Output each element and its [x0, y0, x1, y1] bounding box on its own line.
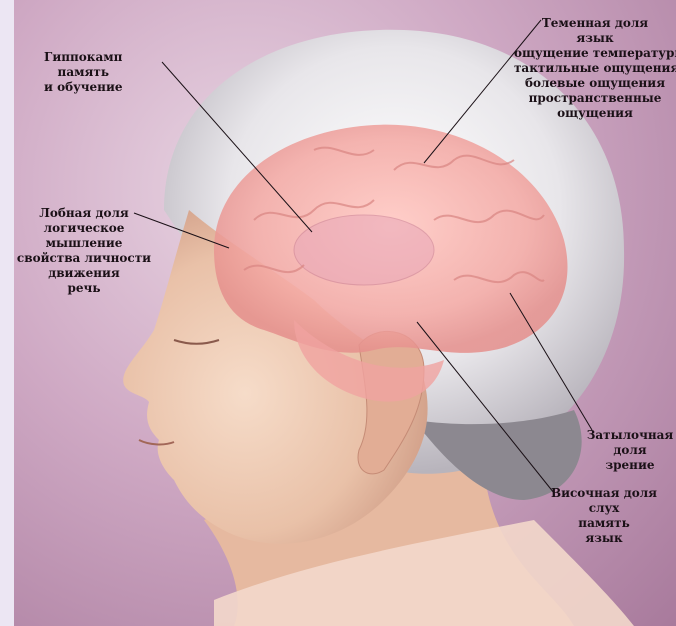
frontal-line-1: логическое: [14, 221, 154, 236]
parietal-label: Теменная доля язык ощущение температуры …: [514, 16, 676, 121]
parietal-line-2: ощущение температуры: [514, 46, 676, 61]
frontal-line-2: мышление: [14, 236, 154, 251]
occipital-title: Затылочная: [584, 428, 676, 443]
hippocampus-line-2: и обучение: [44, 80, 123, 95]
diagram-frame: Гиппокамп память и обучение Теменная дол…: [14, 0, 676, 626]
parietal-line-3: тактильные ощущения: [514, 61, 676, 76]
parietal-line-6: ощущения: [514, 106, 676, 121]
frontal-line-3: свойства личности: [14, 251, 154, 266]
frontal-title: Лобная доля: [14, 206, 154, 221]
hippocampus-label: Гиппокамп память и обучение: [44, 50, 123, 95]
parietal-line-1: язык: [514, 31, 676, 46]
occipital-label: Затылочная доля зрение: [584, 428, 676, 473]
frontal-line-4: движения: [14, 266, 154, 281]
temporal-line-1: слух: [549, 501, 659, 516]
parietal-line-5: пространственные: [514, 91, 676, 106]
hippocampus-line-1: память: [44, 65, 123, 80]
occipital-line-1: доля: [584, 443, 676, 458]
frontal-line-5: речь: [14, 281, 154, 296]
temporal-line-3: язык: [549, 531, 659, 546]
occipital-line-2: зрение: [584, 458, 676, 473]
temporal-title: Височная доля: [549, 486, 659, 501]
parietal-line-4: болевые ощущения: [514, 76, 676, 91]
frontal-label: Лобная доля логическое мышление свойства…: [14, 206, 154, 296]
hippocampus-shape: [294, 215, 434, 285]
temporal-label: Височная доля слух память язык: [549, 486, 659, 546]
parietal-title: Теменная доля: [514, 16, 676, 31]
temporal-line-2: память: [549, 516, 659, 531]
hippocampus-title: Гиппокамп: [44, 50, 123, 65]
